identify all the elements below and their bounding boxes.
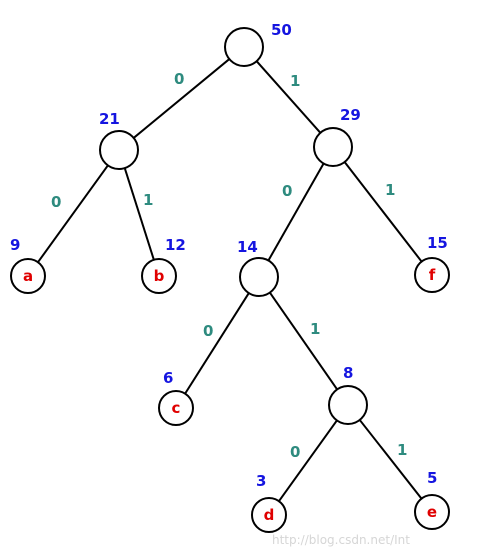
node-weight-n21: 21 bbox=[99, 110, 120, 128]
edge-bit-label-b: 1 bbox=[143, 191, 153, 209]
node-weight-a: 9 bbox=[10, 236, 20, 254]
edge-bit-label-d: 0 bbox=[290, 443, 300, 461]
leaf-node-f bbox=[414, 257, 450, 293]
nodes-layer: a b f c d e bbox=[10, 27, 450, 533]
node-weight-e: 5 bbox=[427, 469, 437, 487]
edge-n8-d bbox=[278, 419, 338, 502]
edge-n8-e bbox=[358, 419, 423, 500]
edge-bit-label-n29: 1 bbox=[290, 72, 300, 90]
node-weight-n8: 8 bbox=[343, 364, 353, 382]
edge-root-n21 bbox=[133, 58, 230, 139]
edge-bit-label-n14: 0 bbox=[282, 182, 292, 200]
node-weight-labels: 50 21 29 9 12 14 15 6 8 3 5 bbox=[10, 21, 448, 490]
edge-bit-label-a: 0 bbox=[51, 193, 61, 211]
edge-bit-labels: 0 1 0 1 0 1 0 1 0 1 bbox=[51, 70, 407, 461]
internal-node-n8 bbox=[328, 385, 368, 425]
internal-node-n29 bbox=[313, 127, 353, 167]
leaf-label-a: a bbox=[23, 267, 33, 285]
leaf-node-e bbox=[414, 494, 450, 530]
internal-node-n14 bbox=[239, 257, 279, 297]
node-weight-n29: 29 bbox=[340, 106, 361, 124]
edge-n21-a bbox=[37, 164, 109, 263]
internal-node-root bbox=[224, 27, 264, 67]
edge-n29-n14 bbox=[267, 163, 325, 261]
leaf-label-f: f bbox=[429, 266, 436, 284]
node-weight-root: 50 bbox=[271, 21, 292, 39]
leaf-node-d bbox=[251, 497, 287, 533]
edge-bit-label-e: 1 bbox=[397, 441, 407, 459]
leaf-label-d: d bbox=[264, 506, 275, 524]
edge-bit-label-f: 1 bbox=[385, 181, 395, 199]
edge-n14-c bbox=[184, 292, 250, 395]
node-weight-f: 15 bbox=[427, 234, 448, 252]
internal-node-n21 bbox=[99, 130, 139, 170]
leaf-label-c: c bbox=[172, 399, 181, 417]
node-weight-n14: 14 bbox=[237, 238, 258, 256]
leaf-label-b: b bbox=[154, 267, 165, 285]
node-weight-b: 12 bbox=[165, 236, 186, 254]
leaf-node-c bbox=[158, 390, 194, 426]
edges-layer bbox=[37, 58, 423, 502]
node-weight-c: 6 bbox=[163, 369, 173, 387]
node-weight-d: 3 bbox=[256, 472, 266, 490]
leaf-node-a bbox=[10, 258, 46, 294]
edge-n29-f bbox=[343, 161, 423, 263]
edge-n21-b bbox=[123, 167, 155, 261]
edge-bit-label-n8: 1 bbox=[310, 320, 320, 338]
watermark-text: http://blog.csdn.net/Int bbox=[272, 533, 410, 547]
leaf-label-e: e bbox=[427, 503, 437, 521]
leaf-node-b bbox=[141, 258, 177, 294]
edge-bit-label-c: 0 bbox=[203, 322, 213, 340]
edge-root-n29 bbox=[255, 60, 322, 134]
edge-n14-n8 bbox=[269, 292, 338, 390]
edge-bit-label-n21: 0 bbox=[174, 70, 184, 88]
